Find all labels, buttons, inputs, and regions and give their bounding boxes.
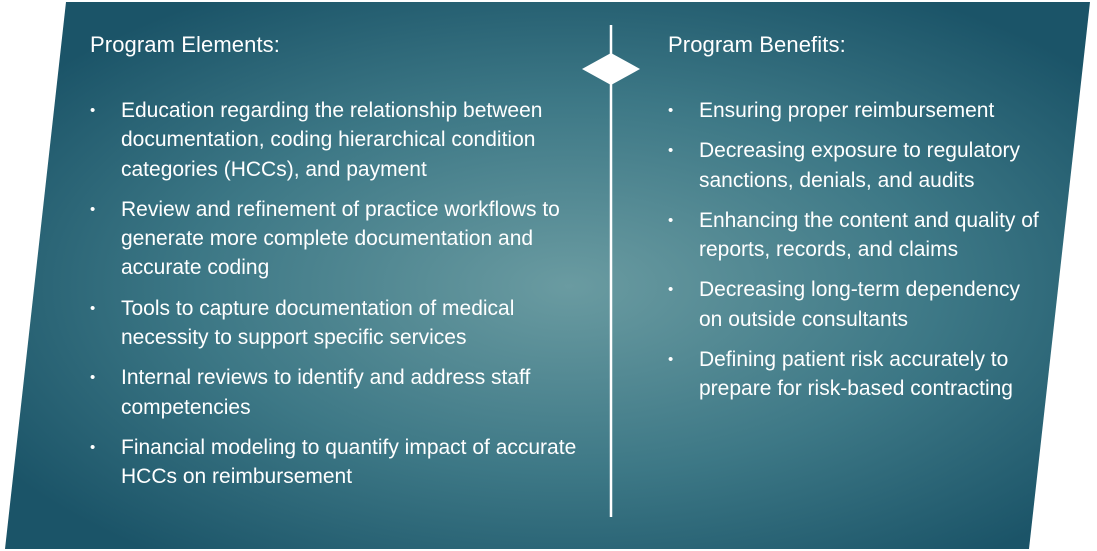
list-item-text: Internal reviews to identify and address… <box>121 366 531 419</box>
bullet-icon: • <box>668 351 674 369</box>
list-item: • Education regarding the relationship be… <box>90 96 600 184</box>
program-benefits-column: Program Benefits: • Ensuring proper reimb… <box>668 30 1048 415</box>
list-item: • Tools to capture documentation of medic… <box>90 294 600 353</box>
list-item: • Review and refinement of practice workf… <box>90 195 600 283</box>
bullet-icon: • <box>668 102 674 119</box>
bullet-icon: • <box>90 200 96 218</box>
bullet-icon: • <box>668 281 674 299</box>
bullet-icon: • <box>668 142 674 160</box>
bullet-icon: • <box>90 299 96 317</box>
list-item-text: Decreasing long-term dependency on outsi… <box>699 278 1021 331</box>
bullet-icon: • <box>90 102 96 119</box>
divider-diamond-icon <box>582 53 640 85</box>
program-elements-heading: Program Elements: <box>90 32 280 57</box>
list-item: • Financial modeling to quantify impact o… <box>90 433 600 492</box>
program-benefits-heading: Program Benefits: <box>668 32 846 57</box>
list-item: • Internal reviews to identify and addres… <box>90 363 600 422</box>
list-item-text: Decreasing exposure to regulatory sancti… <box>699 139 1021 192</box>
list-item: • Decreasing exposure to regulatory sanct… <box>668 136 1048 195</box>
list-item-text: Ensuring proper reimbursement <box>699 99 995 122</box>
bullet-icon: • <box>90 438 96 456</box>
list-item: • Enhancing the content and quality of re… <box>668 206 1048 265</box>
bullet-icon: • <box>90 369 96 387</box>
bullet-icon: • <box>668 211 674 229</box>
list-item-text: Education regarding the relationship bet… <box>121 99 543 181</box>
list-item: • Ensuring proper reimbursement <box>668 96 1048 125</box>
list-item: • Decreasing long-term dependency on outs… <box>668 275 1048 334</box>
program-elements-list: • Education regarding the relationship be… <box>90 96 600 492</box>
list-item-text: Tools to capture documentation of medica… <box>121 296 515 350</box>
list-item-text: Review and refinement of practice workfl… <box>121 197 560 280</box>
program-benefits-list: • Ensuring proper reimbursement • Decreasi… <box>668 96 1048 404</box>
list-item-text: Defining patient risk accurately to prep… <box>699 348 1013 401</box>
parallelogram-shape <box>5 2 1090 549</box>
list-item-text: Enhancing the content and quality of rep… <box>699 208 1039 262</box>
list-item: • Defining patient risk accurately to pre… <box>668 345 1048 404</box>
program-elements-column: Program Elements: • Education regarding t… <box>90 30 600 503</box>
list-item-text: Financial modeling to quantify impact of… <box>121 435 577 489</box>
